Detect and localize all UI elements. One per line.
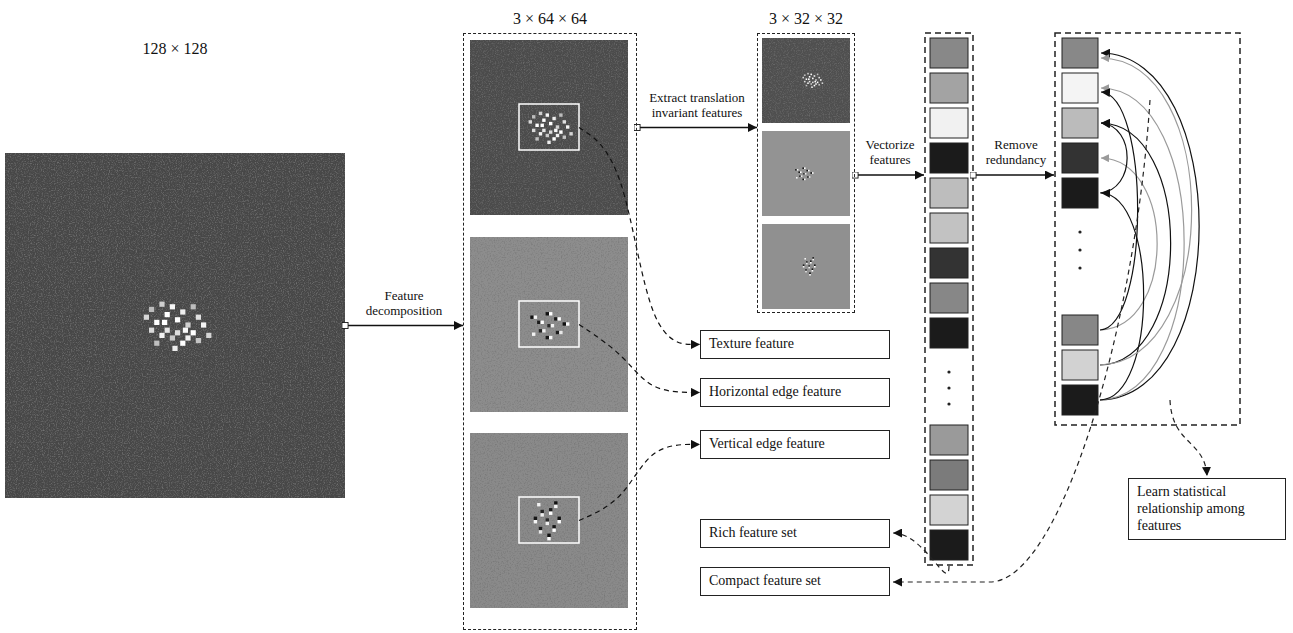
feature-set-box: Compact feature set xyxy=(700,567,890,596)
flow-arrow xyxy=(637,127,757,129)
feature-label-box: Texture feature xyxy=(700,330,890,359)
dimension-label: 128 × 128 xyxy=(142,40,207,58)
edge-label: Feature decomposition xyxy=(354,289,454,319)
input-image: 128 × 128 xyxy=(5,153,345,498)
feature-label-box: Horizontal edge feature xyxy=(700,378,890,407)
feature-vector xyxy=(925,33,973,565)
input-image xyxy=(5,153,345,498)
feature-label-box: Vertical edge feature xyxy=(700,430,890,459)
flow-arrow xyxy=(345,325,463,327)
flow-arrow xyxy=(973,174,1054,176)
dimension-label: 3 × 64 × 64 xyxy=(513,10,587,28)
node-label: Texture feature xyxy=(709,336,881,353)
leader-arrow xyxy=(579,325,700,393)
compact-vector xyxy=(1055,33,1240,425)
flow-arrow xyxy=(855,174,924,176)
arrow-label: Remove redundancy xyxy=(980,138,1052,168)
arrow-label: Vectorize features xyxy=(858,138,922,168)
feature-map xyxy=(762,38,850,309)
feature-map-group: 3 × 32 × 32 xyxy=(757,33,855,313)
note-box: Learn statistical relationship among fea… xyxy=(1128,478,1286,540)
dimension-label: 3 × 32 × 32 xyxy=(769,10,843,28)
feature-set-box: Rich feature set xyxy=(700,519,890,548)
node-label: Rich feature set xyxy=(709,525,881,542)
node-label: Vertical edge feature xyxy=(709,436,881,453)
leader-arrow xyxy=(579,128,700,345)
edge-label: Extract translation invariant features xyxy=(644,91,750,121)
node-label: Horizontal edge feature xyxy=(709,384,881,401)
node-label: Learn statistical relationship among fea… xyxy=(1137,484,1277,534)
leader-arrow xyxy=(579,444,700,520)
feature-map-group: 3 × 64 × 64 xyxy=(463,33,637,630)
feature-map xyxy=(470,40,628,608)
node-label: Compact feature set xyxy=(709,573,881,590)
